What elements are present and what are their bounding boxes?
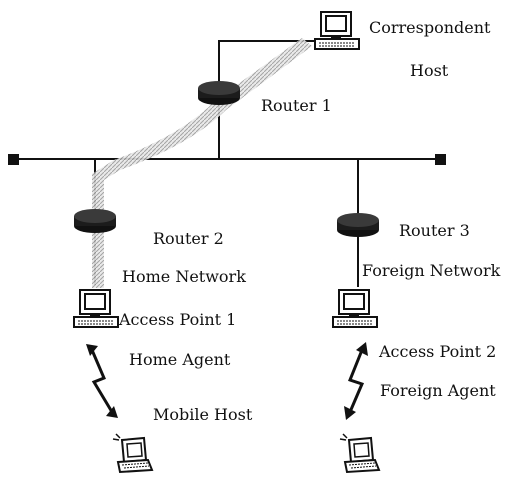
mobile-host-foreign-laptop-icon bbox=[339, 433, 380, 473]
router1-label: Router 1 bbox=[261, 96, 332, 115]
router1-icon bbox=[198, 81, 240, 105]
home-agent-label: Home Agent bbox=[129, 350, 231, 369]
access-point2-label: Access Point 2 bbox=[379, 342, 497, 361]
access-point1-computer-icon bbox=[73, 289, 119, 328]
access-point2-computer-icon bbox=[332, 289, 378, 328]
bus-terminator-left bbox=[8, 154, 19, 165]
bus-terminator-right bbox=[435, 154, 446, 165]
router2-icon bbox=[74, 209, 116, 233]
router3-icon bbox=[337, 213, 379, 237]
wireless-link-foreign bbox=[344, 342, 368, 420]
access-point1-label: Access Point 1 bbox=[119, 310, 237, 329]
correspondent-label: Correspondent bbox=[369, 18, 491, 37]
host-label: Host bbox=[410, 61, 449, 80]
router2-label: Router 2 bbox=[153, 229, 224, 248]
foreign-agent-label: Foreign Agent bbox=[380, 381, 496, 400]
router3-label: Router 3 bbox=[399, 221, 470, 240]
wireless-link-home bbox=[86, 344, 118, 418]
mobile-host-laptop-icon bbox=[112, 433, 153, 473]
correspondent-host-computer-icon bbox=[314, 11, 360, 50]
foreign-network-label: Foreign Network bbox=[362, 261, 501, 280]
mobile-host-label: Mobile Host bbox=[153, 405, 253, 424]
ip-tunnel bbox=[92, 38, 312, 288]
home-network-label: Home Network bbox=[122, 267, 246, 286]
link-host-router1 bbox=[218, 40, 322, 85]
